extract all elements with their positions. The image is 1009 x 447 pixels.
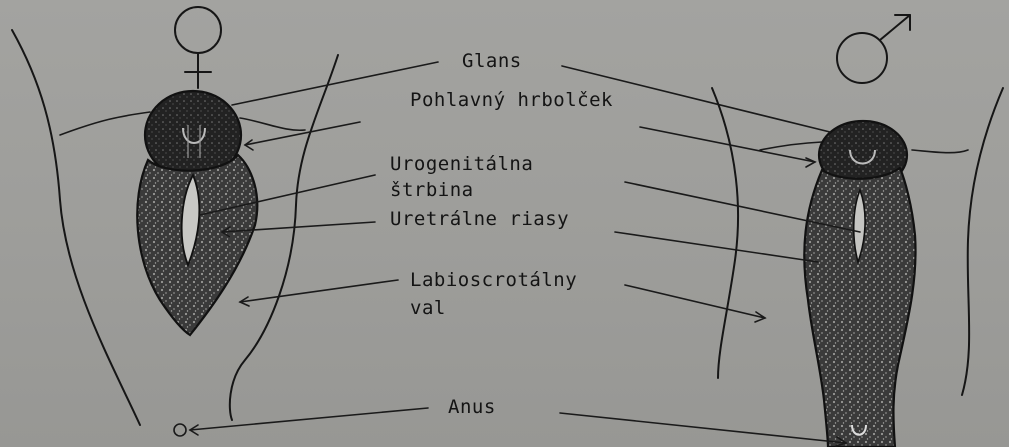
female-labioscrotal-area — [137, 155, 257, 335]
label-urogenital-slit-line1: Urogenitálna — [390, 153, 533, 175]
female-figure — [12, 7, 338, 436]
male-symbol-icon — [837, 15, 910, 83]
label-urethral-folds: Uretrálne riasy — [390, 208, 569, 230]
female-anus-marker — [174, 424, 186, 436]
female-waist-right — [240, 118, 305, 130]
male-waist-left — [760, 142, 822, 150]
label-genital-tubercle: Pohlavný hrbolček — [410, 89, 613, 111]
label-labioscrotal-line2: val — [410, 297, 446, 319]
label-urogenital-slit-line2: štrbina — [390, 179, 474, 201]
label-labioscrotal-line1: Labioscrotálny — [410, 269, 577, 291]
male-waist-right — [912, 150, 968, 153]
male-body-right-outline — [962, 88, 1003, 395]
label-anus: Anus — [448, 396, 496, 418]
female-body-left-outline — [12, 30, 140, 425]
label-glans: Glans — [462, 50, 522, 72]
male-labioscrotal-area — [804, 168, 915, 447]
female-waist-left — [60, 112, 150, 135]
male-body-left-outline — [712, 88, 738, 378]
labels: Glans Pohlavný hrbolček Urogenitálna štr… — [390, 50, 613, 418]
female-symbol-icon — [175, 7, 221, 88]
